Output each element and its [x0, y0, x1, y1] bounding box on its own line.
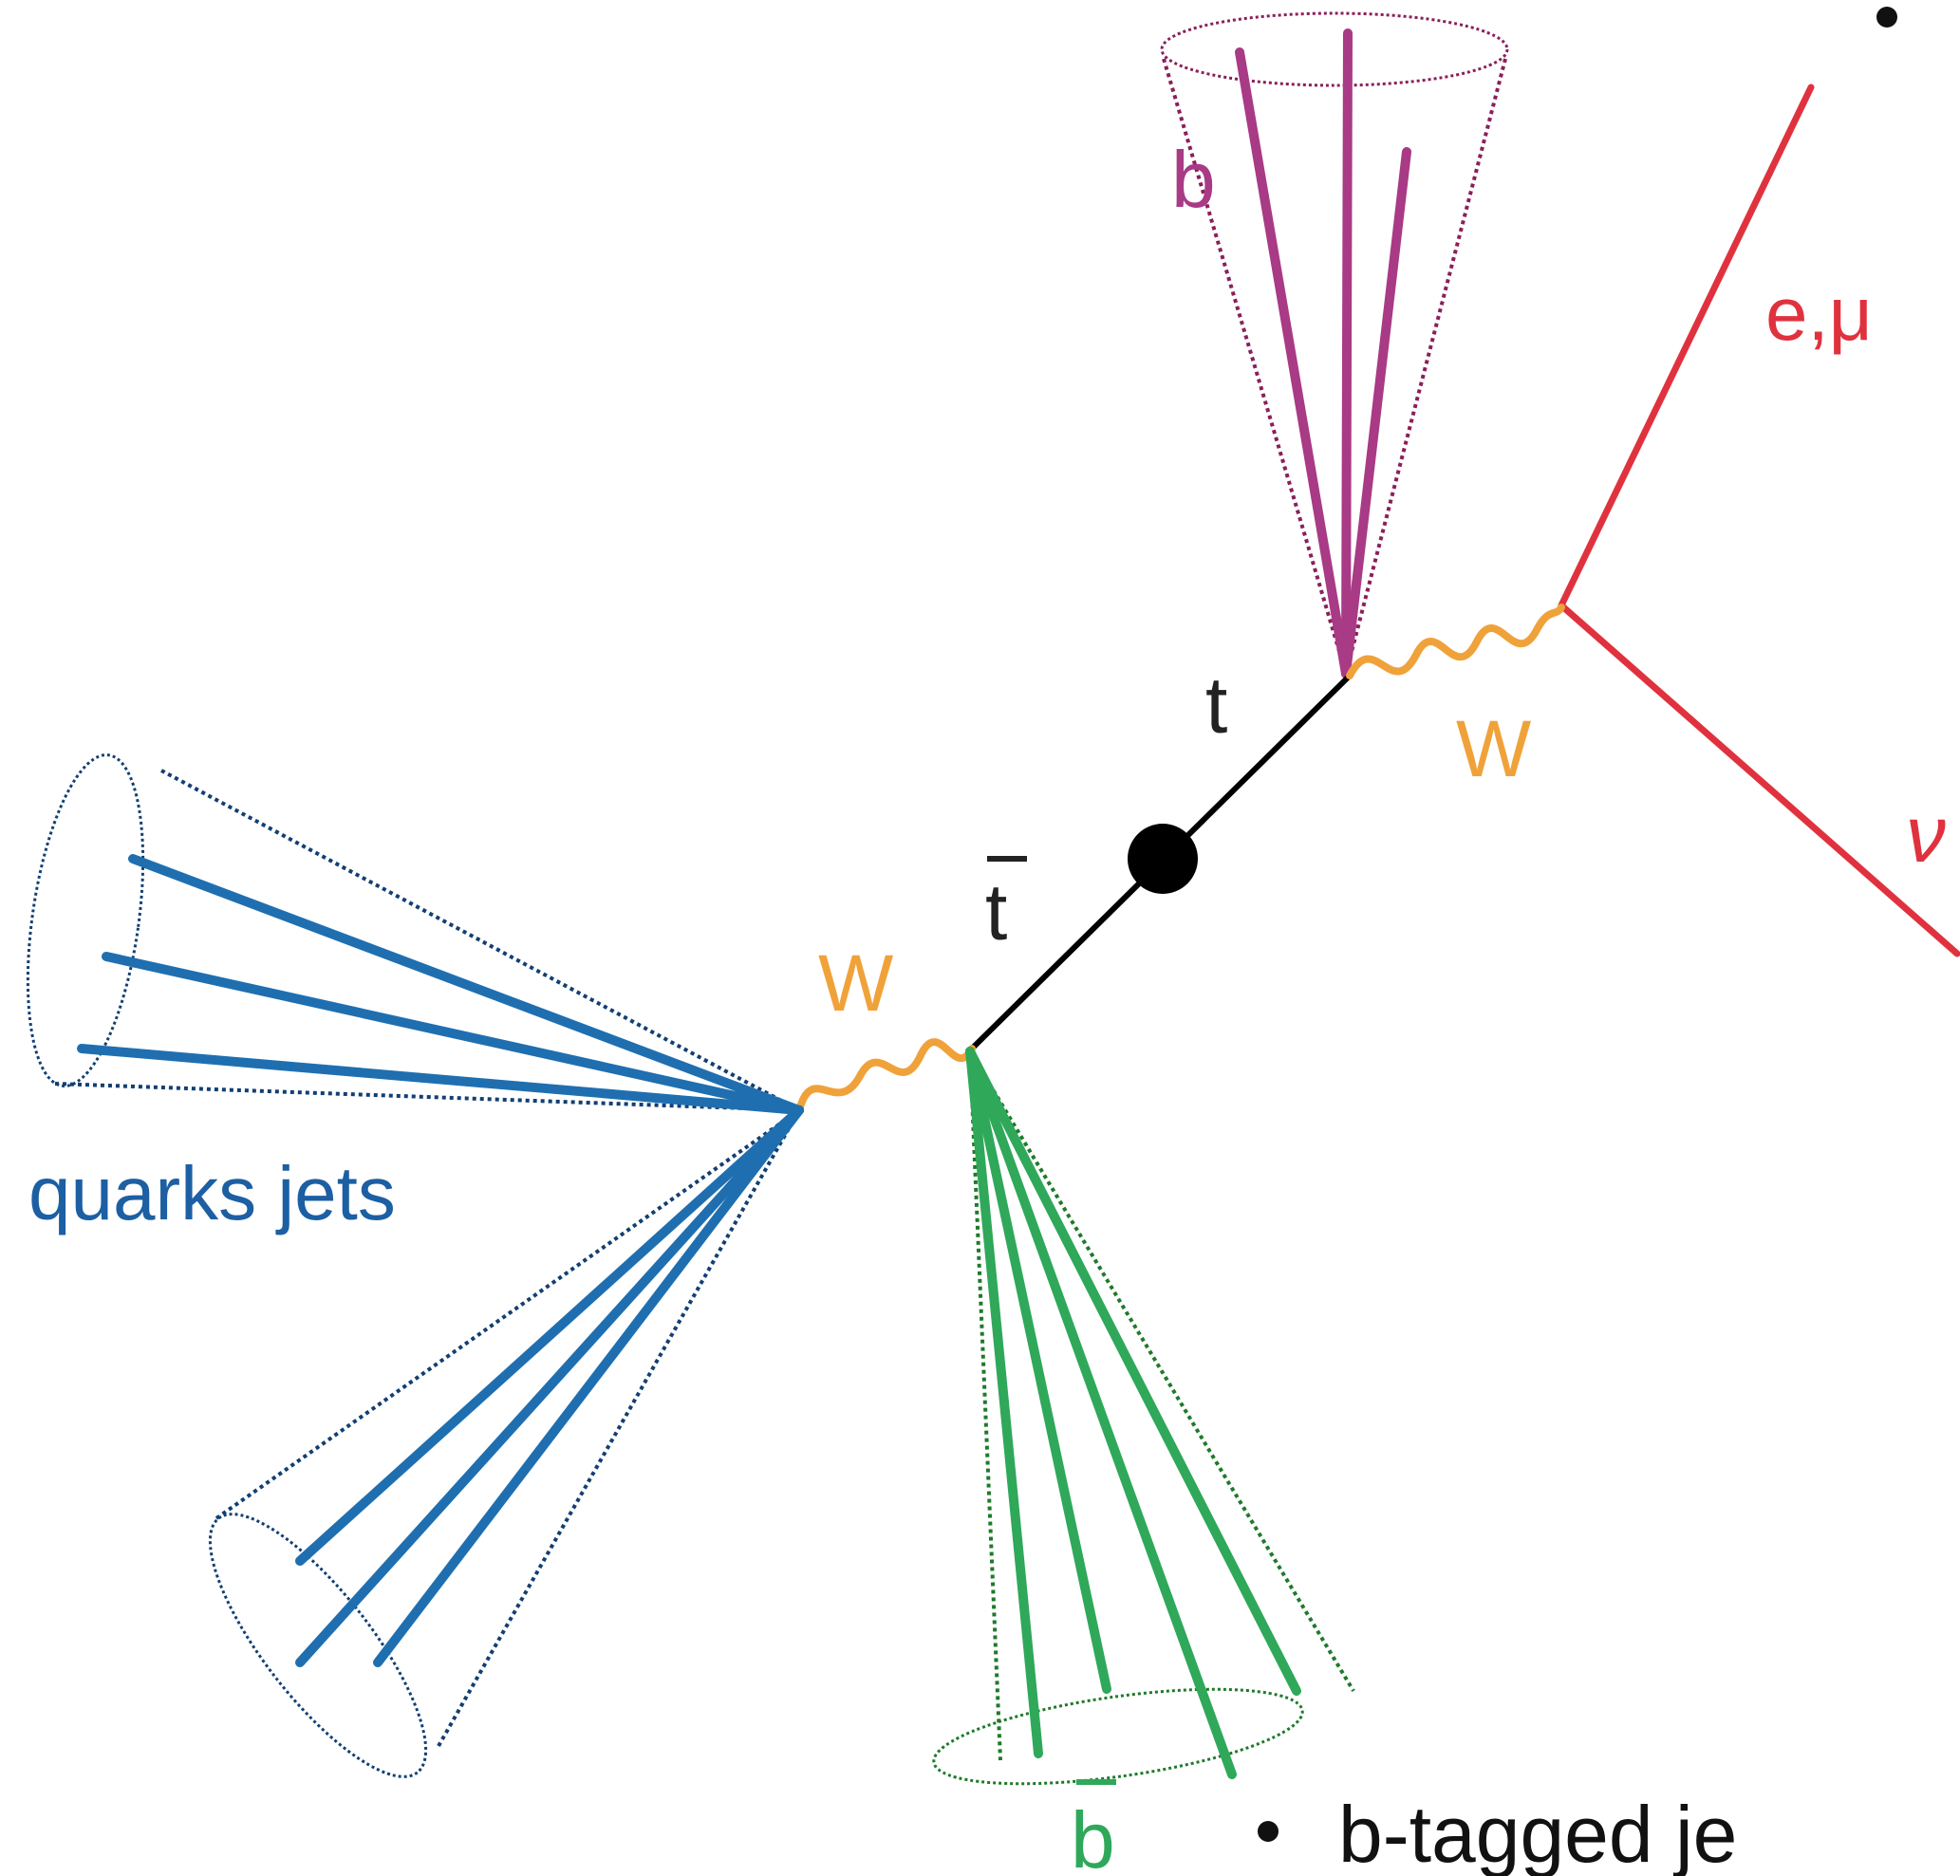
b-quark-label: b	[1171, 135, 1216, 224]
w-top-label: W	[1456, 704, 1531, 793]
quark-jet-cone-upper-ellipse	[26, 753, 145, 1087]
quark-jets: quarks jets	[26, 753, 804, 1778]
quark-jets-label: quarks jets	[28, 1151, 396, 1235]
neutrino-label: ν	[1906, 789, 1946, 879]
quark-jet-track	[295, 1105, 804, 1566]
anti-b-jet-track	[965, 1047, 1043, 1758]
production-vertex	[1128, 824, 1198, 894]
anti-b-jet-track	[965, 1047, 1237, 1779]
b-jet-cone-ellipse	[1160, 11, 1509, 87]
leptonic-w-decay: e,μ ν	[1558, 84, 1960, 957]
antitop-label: t	[985, 867, 1007, 957]
quark-jet-cone-edge	[160, 769, 800, 1112]
top-label: t	[1205, 660, 1227, 750]
quark-jet-cone-lower-ellipse	[208, 1513, 428, 1778]
quark-jet-cone-edge	[215, 1108, 801, 1520]
quark-jet-track	[295, 1105, 804, 1667]
anti-b-jet-cone-edge	[968, 1049, 1355, 1693]
quark-jet-track	[77, 1044, 804, 1115]
neutrino-track	[1558, 602, 1960, 957]
anti-b-jet-track	[965, 1047, 1301, 1696]
quark-jet-cone-edge	[437, 1109, 801, 1747]
anti-b-label: b	[1071, 1795, 1115, 1876]
anti-b-jet-track	[965, 1047, 1111, 1694]
b-jet-cone-edge-left	[1162, 58, 1348, 675]
quark-jet-track	[128, 854, 804, 1115]
w-boson-antitop	[795, 1038, 976, 1114]
w-bosons: W W	[795, 604, 1565, 1114]
w-boson-top	[1346, 604, 1565, 679]
quark-jet-track	[373, 1105, 804, 1667]
anti-b-jet: b	[932, 1047, 1355, 1876]
b-jet-track	[1341, 147, 1411, 678]
top-pair: t t	[969, 660, 1353, 1051]
lepton-label: e,μ	[1765, 271, 1873, 356]
anti-b-jet-cone-ellipse	[932, 1687, 1304, 1786]
w-antitop-label: W	[818, 938, 893, 1028]
b-jet-cone-edge-right	[1344, 58, 1507, 675]
quark-jet-track	[102, 952, 804, 1115]
quark-jet-cone-edge	[54, 1082, 800, 1112]
bullet-top	[1876, 7, 1897, 28]
b-jet: b	[1160, 11, 1509, 678]
bullet-b-tagged	[1258, 1821, 1279, 1842]
b-tagged-jets-text: b-tagged je	[1338, 1790, 1737, 1876]
lepton-track	[1558, 84, 1815, 609]
b-jet-track	[1341, 28, 1353, 678]
b-jet-track	[1235, 47, 1351, 678]
